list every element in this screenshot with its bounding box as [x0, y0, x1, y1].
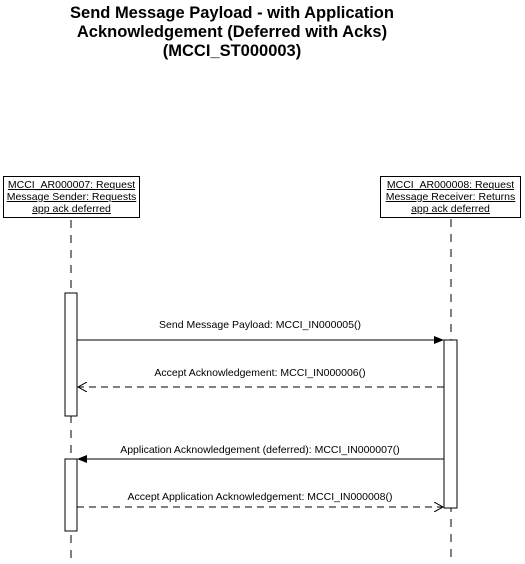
- message-label-3: Application Acknowledgement (deferred): …: [120, 444, 400, 456]
- sender-header-line-2: Message Sender: Requests: [6, 191, 137, 203]
- receiver-header-line-1: MCCI_AR000008: Request: [386, 179, 515, 191]
- sender-header-line-3: app ack deferred: [32, 203, 111, 215]
- diagram-title: Send Message Payload - with Application …: [0, 4, 464, 61]
- title-line-2: Acknowledgement (Deferred with Acks): [76, 23, 388, 41]
- receiver-header-line-2: Message Receiver: Returns: [385, 191, 516, 203]
- sender-activation-1: [64, 292, 78, 417]
- sender-lifeline-header: MCCI_AR000007: Request Message Sender: R…: [3, 176, 140, 218]
- title-line-3: (MCCI_ST000003): [162, 42, 302, 60]
- sender-header-line-1: MCCI_AR000007: Request: [7, 179, 136, 191]
- message-label-4: Accept Application Acknowledgement: MCCI…: [127, 491, 393, 503]
- message-label-1: Send Message Payload: MCCI_IN000005(): [159, 319, 361, 331]
- receiver-activation: [443, 339, 458, 509]
- receiver-header-line-3: app ack deferred: [411, 203, 490, 215]
- message-label-2: Accept Acknowledgement: MCCI_IN000006(): [154, 367, 366, 379]
- sender-activation-2: [64, 458, 78, 532]
- title-line-1: Send Message Payload - with Application: [70, 4, 394, 22]
- receiver-lifeline-header: MCCI_AR000008: Request Message Receiver:…: [380, 176, 521, 218]
